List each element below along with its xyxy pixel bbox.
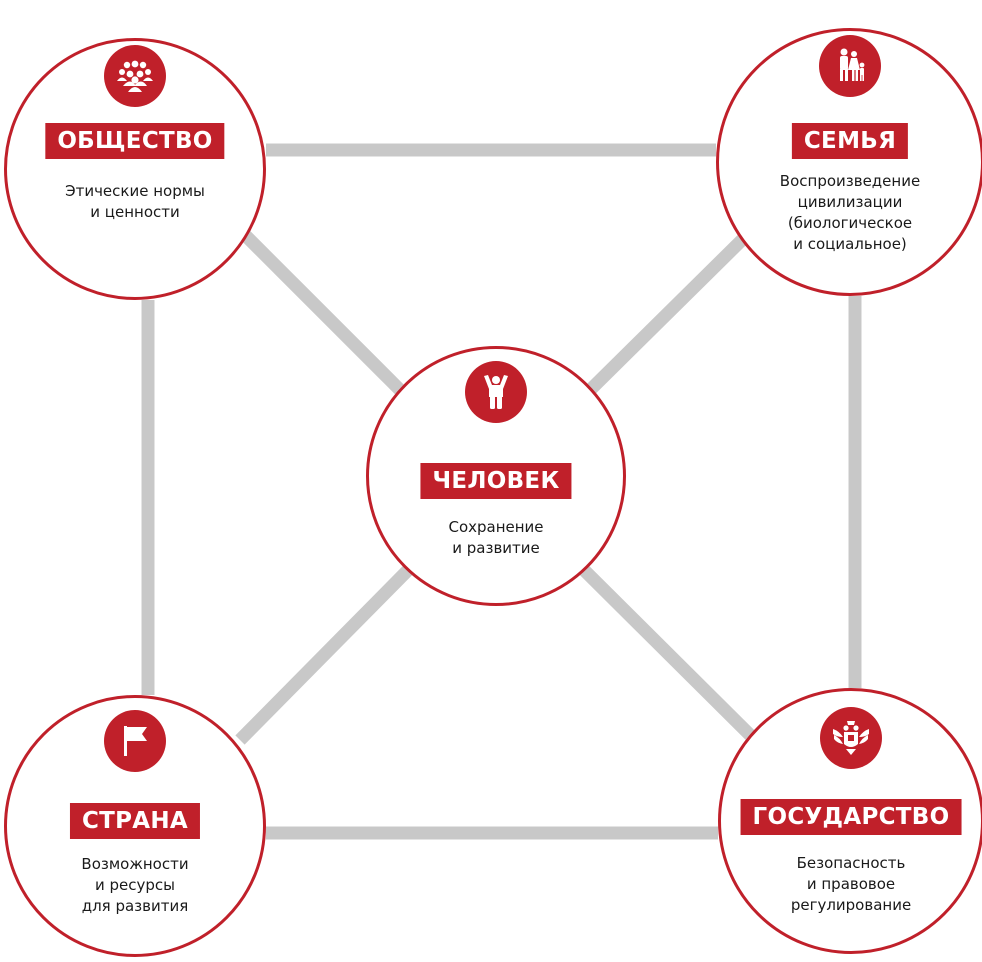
node-title: ОБЩЕСТВО [45, 123, 225, 159]
coat-of-arms-icon [820, 707, 882, 769]
node-family: СЕМЬЯ Воспроизведение цивилизации (биоло… [716, 28, 982, 296]
person-raised-arms-icon [465, 361, 527, 423]
connector-family-person [575, 227, 755, 405]
node-description: Этические нормы и ценности [65, 182, 205, 221]
flag-icon [104, 710, 166, 772]
node-person: ЧЕЛОВЕК Сохранение и развитие [366, 346, 626, 606]
connector-state-person [577, 563, 755, 740]
node-description: Сохранение и развитие [448, 518, 544, 557]
family-icon [819, 35, 881, 97]
node-title: ГОСУДАРСТВО [740, 799, 962, 835]
node-society: ОБЩЕСТВО Этические нормы и ценности [4, 38, 266, 300]
node-description: Воспроизведение цивилизации (биологическ… [779, 172, 921, 253]
node-description: Возможности и ресурсы для развития [81, 855, 189, 915]
crowd-icon [104, 45, 166, 107]
node-description: Безопасность и правовое регулирование [790, 854, 912, 914]
node-country: СТРАНА Возможности и ресурсы для развити… [4, 695, 266, 957]
node-title: СТРАНА [69, 803, 201, 839]
node-title: СЕМЬЯ [791, 123, 909, 159]
connector-society-person [235, 225, 415, 405]
node-state: ГОСУДАРСТВО Безопасность и правовое регу… [718, 688, 982, 954]
connector-country-person [235, 563, 415, 745]
node-title: ЧЕЛОВЕК [420, 463, 572, 499]
